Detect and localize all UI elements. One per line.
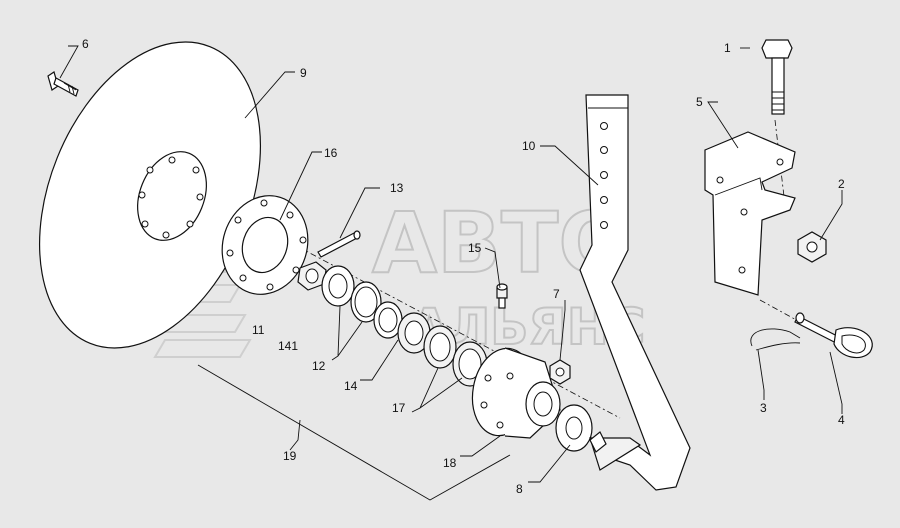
nut-part-2 [797, 231, 827, 263]
castle-nut [297, 261, 327, 291]
nut-part-7 [549, 359, 571, 385]
label-6: 6 [82, 37, 89, 51]
label-17: 17 [392, 401, 406, 415]
bearing-part-14 [373, 301, 431, 354]
label-1: 1 [724, 41, 731, 55]
seal-ring-part-12 [321, 265, 382, 323]
spring-clip-part-3 [750, 328, 801, 351]
lynch-pin-part-4 [794, 312, 873, 359]
label-16: 16 [324, 146, 338, 160]
label-18: 18 [443, 456, 457, 470]
label-15: 15 [468, 241, 482, 255]
leader-lines [59, 45, 843, 501]
label-13: 13 [390, 181, 404, 195]
flange-plate-part-16 [221, 195, 309, 295]
arm-part-10 [579, 94, 691, 491]
watermark-logo: АВТО АЛЬЯНС [138, 193, 646, 358]
label-12: 12 [312, 359, 326, 373]
grease-nipple-part-15 [496, 283, 508, 309]
part-labels: 6 9 16 13 10 1 5 2 15 7 11 141 12 14 17 … [82, 37, 845, 496]
label-9: 9 [300, 66, 307, 80]
label-8: 8 [516, 482, 523, 496]
washer-part-8 [555, 404, 593, 452]
label-3: 3 [760, 401, 767, 415]
label-141: 141 [278, 339, 298, 353]
hub-part-18 [471, 347, 561, 439]
label-5: 5 [696, 95, 703, 109]
label-2: 2 [838, 177, 845, 191]
bolt-part-1 [761, 39, 793, 115]
label-11: 11 [252, 323, 265, 337]
label-4: 4 [838, 413, 845, 427]
bolt-part-6 [47, 71, 79, 97]
label-14: 14 [344, 379, 358, 393]
ring-part-17 [423, 325, 488, 387]
bracket-part-5 [704, 131, 796, 296]
label-7: 7 [553, 287, 560, 301]
disc-part-9 [38, 41, 262, 349]
label-10: 10 [522, 139, 536, 153]
label-19: 19 [283, 449, 297, 463]
pin-part-13 [317, 230, 361, 258]
pin-axis-line [759, 299, 801, 323]
